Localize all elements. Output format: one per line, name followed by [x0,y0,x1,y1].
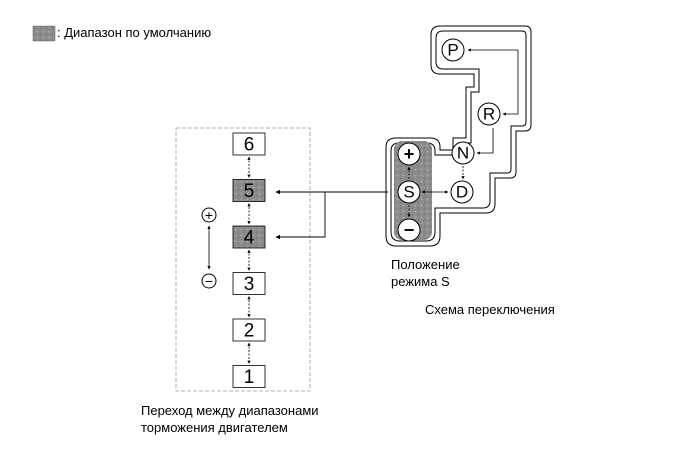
side-plus-label: + [205,207,213,223]
position-plus-label: + [404,144,415,164]
arrow-n-to-r [476,128,494,155]
range-label-4: 4 [244,228,255,249]
position-r-circle [477,102,501,126]
position-plus-circle [397,142,421,166]
range-box-2 [232,318,266,342]
range-group-frame [175,127,311,392]
range-label-2: 2 [244,321,255,342]
arrow-r-path [502,50,519,116]
s-mode-caption-line1: Положение [391,257,460,272]
position-n-circle [451,141,475,165]
position-d-circle [450,180,474,204]
range-box-1 [232,365,266,388]
range-box-5 [232,179,266,202]
position-r-label: R [483,105,495,124]
range-label-5: 5 [244,181,255,202]
gate-outline-outer [385,25,532,247]
position-p-label: P [447,41,458,60]
legend: : Диапазон по умолчанию [32,25,211,42]
range-label-1: 1 [244,367,255,388]
position-n-label: N [457,144,469,163]
position-p-circle [441,38,465,62]
position-minus-label: − [404,220,415,240]
legend-swatch [32,25,56,42]
shift-gate: P R N D + S − [385,25,532,247]
transition-caption-line1: Переход между диапазонами [141,403,319,418]
legend-text: : Диапазон по умолчанию [57,25,211,40]
s-mode-to-range-arrows [275,189,388,240]
shift-pattern-caption: Схема переключения [425,302,555,317]
range-box-3 [232,272,266,295]
side-plus-circle [201,207,217,223]
transition-caption-line2: торможения двигателем [141,420,288,435]
s-mode-caption-line2: режима S [391,274,450,289]
side-minus-circle [201,273,217,289]
range-label-6: 6 [244,135,255,156]
range-column: 6 5 4 3 2 1 [232,132,266,388]
gate-outline-inner [390,30,527,242]
side-minus-label: − [205,273,213,289]
range-label-3: 3 [244,274,255,295]
position-s-label: S [403,183,414,202]
range-box-6 [232,132,266,156]
range-box-4 [232,225,266,249]
position-minus-circle [397,218,421,242]
arrow-to-range-4 [275,192,326,240]
position-d-label: D [456,183,468,202]
position-s-circle [397,180,421,204]
side-shift-indicator: + − [201,207,217,289]
